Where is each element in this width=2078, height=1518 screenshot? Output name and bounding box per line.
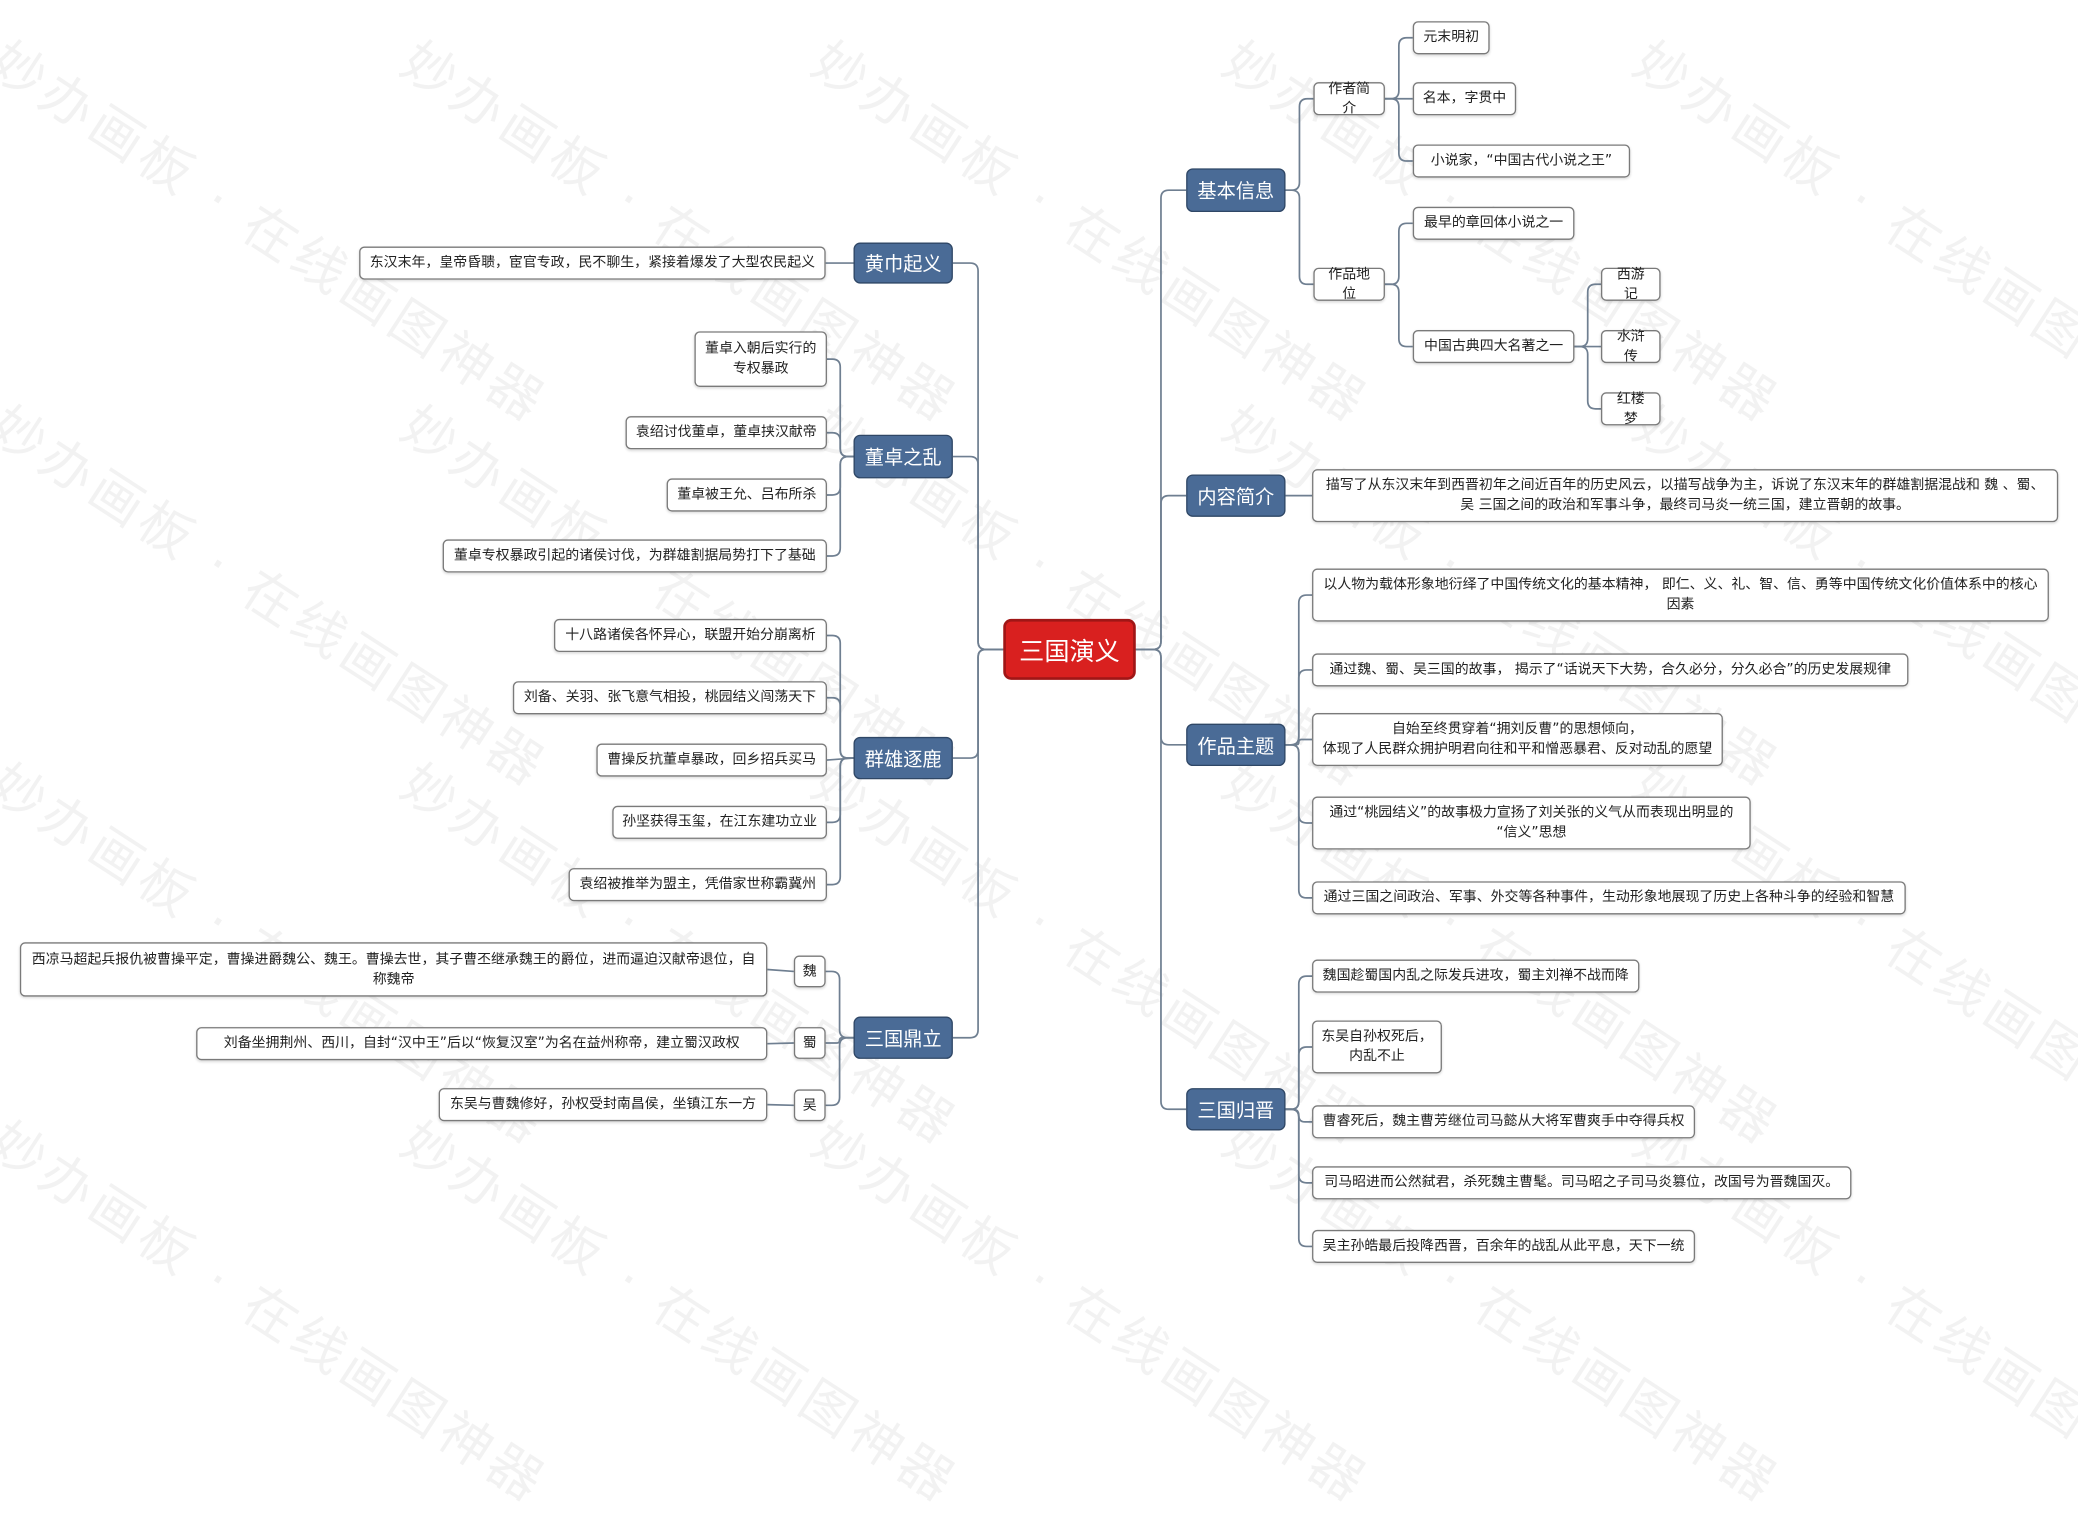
detail-node[interactable]: 东汉末年，皇帝昏聩，宦官专政，民不聊生，紧接着爆发了大型农民起义 — [359, 246, 826, 280]
connector — [767, 1042, 794, 1045]
detail-node[interactable]: 袁绍被推举为盟主，凭借家世称霸冀州 — [568, 868, 827, 902]
subtopic-node[interactable]: 吴 — [793, 1089, 826, 1122]
detail-node[interactable]: 小说家，“中国古代小说之王” — [1412, 144, 1631, 178]
connector — [825, 970, 854, 1039]
detail-node[interactable]: 吴主孙皓最后投降西晋，百余年的战乱从此平息，天下一统 — [1312, 1229, 1696, 1264]
detail-node[interactable]: 刘备、关羽、张飞意气相投，桃园结义闯荡天下 — [512, 681, 827, 715]
connector — [1285, 1108, 1313, 1248]
main-topic-left[interactable]: 黄巾起义 — [853, 242, 953, 284]
connector — [1384, 97, 1413, 162]
detail-node[interactable]: 袁绍讨伐董卓，董卓挟汉献帝 — [625, 416, 827, 450]
connector — [826, 455, 854, 557]
detail-node[interactable]: 东吴自孙权死后， 内乱不止 — [1312, 1020, 1442, 1074]
detail-node[interactable]: 元末明初 — [1412, 21, 1490, 55]
detail-node[interactable]: 司马昭进而公然弑君，杀死魏主曹髦。司马昭之子司马炎篡位，改国号为晋魏国灭。 — [1312, 1166, 1852, 1200]
connector — [825, 1036, 854, 1107]
connector — [1574, 283, 1601, 348]
mindmap-canvas: 妙办画板 · 在线画图神器妙办画板 · 在线画图神器妙办画板 · 在线画图神器妙… — [0, 21, 2078, 1516]
connector — [1285, 189, 1314, 286]
subtopic-node[interactable]: 魏 — [793, 955, 826, 988]
connector — [826, 696, 854, 759]
detail-node[interactable]: 通过“桃园结义”的故事极力宣扬了刘关张的义气从而表现出明显的 “信义”思想 — [1312, 796, 1751, 850]
detail-node[interactable]: 曹操反抗董卓暴政，回乡招兵买马 — [596, 743, 827, 777]
detail-node[interactable]: 水浒传 — [1600, 328, 1661, 364]
detail-node[interactable]: 魏国趁蜀国内乱之际发兵进攻，蜀主刘禅不战而降 — [1312, 959, 1640, 993]
subtopic-node[interactable]: 作者简介 — [1313, 80, 1385, 116]
connector — [826, 431, 854, 458]
connector — [1384, 283, 1413, 348]
main-topic-left[interactable]: 三国鼎立 — [853, 1016, 953, 1059]
detail-node[interactable]: 自始至终贯穿着“拥刘反曹”的思想倾向， 体现了人民群众拥护明君向往和平和憎恶暴君… — [1312, 713, 1723, 767]
connector-lines — [767, 36, 1601, 1248]
main-topic-left[interactable]: 董卓之乱 — [853, 434, 953, 479]
detail-node[interactable]: 东吴与曹魏修好，孙权受封南昌侯，坐镇江东一方 — [438, 1088, 768, 1122]
main-topic-left[interactable]: 群雄逐鹿 — [853, 736, 953, 780]
main-topic-right[interactable]: 基本信息 — [1186, 168, 1286, 213]
detail-node[interactable]: 西凉马超起兵报仇被曹操平定，曹操进爵魏公、魏王。曹操去世，其子曹丕继承魏王的爵位… — [19, 942, 768, 997]
connector — [825, 1036, 854, 1044]
connector — [1135, 648, 1187, 1111]
connector — [952, 455, 1004, 651]
connector — [1285, 97, 1314, 192]
detail-node[interactable]: 刘备坐拥荆州、西川，自封“汉中王”后以“恢复汉室”为名在益州称帝，建立蜀汉政权 — [196, 1027, 768, 1061]
connector — [1285, 669, 1313, 746]
main-topic-right[interactable]: 三国归晋 — [1186, 1088, 1286, 1131]
root-topic[interactable]: 三国演义 — [1003, 618, 1136, 680]
detail-node[interactable]: 以人物为载体形象地衍绎了中国传统文化的基本精神， 即仁、义、礼、智、信、勇等中国… — [1312, 568, 2049, 622]
connector — [1285, 743, 1313, 899]
connector — [1285, 1046, 1313, 1111]
connector — [1384, 36, 1413, 100]
detail-node[interactable]: 描写了从东汉末年到西晋初年之间近百年的历史风云，以描写战争为主，诉说了东汉末年的… — [1312, 469, 2059, 523]
detail-node[interactable]: 最早的章回体小说之一 — [1412, 206, 1575, 240]
subtopic-node[interactable]: 作品地位 — [1313, 266, 1385, 302]
connector — [767, 1103, 794, 1107]
connector — [1135, 494, 1187, 651]
detail-node[interactable]: 曹睿死后，魏主曹芳继位司马懿从大将军曹爽手中夺得兵权 — [1312, 1105, 1696, 1139]
connector — [767, 968, 794, 973]
connector — [1384, 222, 1413, 286]
main-topic-right[interactable]: 内容简介 — [1186, 474, 1286, 517]
detail-node[interactable]: 通过三国之间政治、军事、外交等各种事件，生动形象地展现了历史上各种斗争的经验和智… — [1312, 881, 1906, 915]
connector — [826, 757, 854, 886]
detail-node[interactable]: 十八路诸侯各怀异心，联盟开始分崩离析 — [553, 618, 827, 653]
subtopic-node[interactable]: 中国古典四大名著之一 — [1412, 329, 1575, 364]
detail-node[interactable]: 红楼梦 — [1600, 390, 1661, 426]
subtopic-node[interactable]: 蜀 — [793, 1027, 826, 1059]
connector — [1574, 345, 1601, 410]
main-topic-right[interactable]: 作品主题 — [1186, 723, 1286, 767]
detail-node[interactable]: 董卓专权暴政引起的诸侯讨伐，为群雄割据局势打下了基础 — [442, 539, 827, 573]
detail-node[interactable]: 西游记 — [1600, 266, 1661, 302]
detail-node[interactable]: 孙坚获得玉玺，在江东建功立业 — [612, 805, 827, 839]
connector — [1285, 738, 1313, 746]
detail-node[interactable]: 名本，字贯中 — [1412, 82, 1517, 116]
detail-node[interactable]: 董卓被王允、吕布所杀 — [666, 478, 827, 512]
connector — [952, 648, 1004, 1039]
detail-node[interactable]: 通过魏、蜀、吴三国的故事， 揭示了“话说天下大势，合久必分，分久必合”的历史发展… — [1312, 653, 1909, 687]
detail-node[interactable]: 董卓入朝后实行的 专权暴政 — [694, 331, 827, 387]
